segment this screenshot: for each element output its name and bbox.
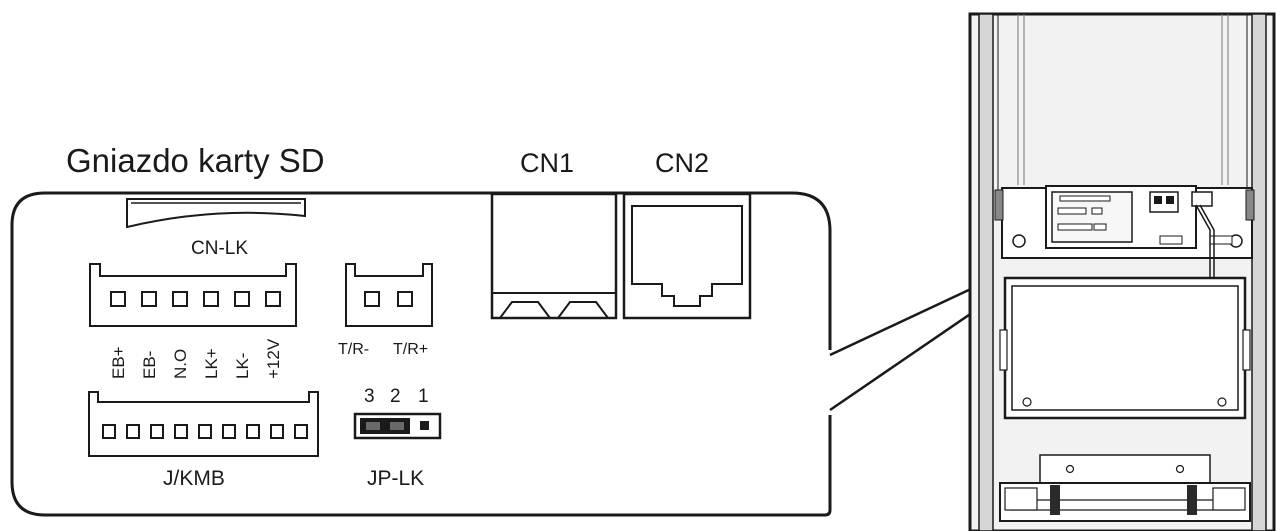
tr-plus-label: T/R+ bbox=[393, 341, 428, 358]
cn-lk-label: CN-LK bbox=[191, 238, 248, 259]
j-kmb-pin bbox=[270, 424, 284, 439]
pin-label-eb-minus: EB- bbox=[140, 351, 159, 379]
j-kmb-pin bbox=[126, 424, 140, 439]
j-kmb-pin bbox=[198, 424, 212, 439]
cn2-label: CN2 bbox=[655, 148, 709, 178]
jumper-pin-1 bbox=[420, 421, 429, 430]
j-kmb-pin bbox=[102, 424, 116, 439]
pin-label-lk-minus: LK- bbox=[233, 353, 252, 379]
jumper-pin-3-label: 3 bbox=[364, 386, 375, 407]
tr-connector bbox=[345, 263, 433, 327]
tr-pin bbox=[397, 291, 413, 307]
j-kmb-pin bbox=[246, 424, 260, 439]
j-kmb-pin bbox=[174, 424, 188, 439]
sd-card-slot bbox=[126, 198, 306, 229]
terminal-pin bbox=[110, 291, 126, 307]
j-kmb-pin bbox=[222, 424, 236, 439]
tr-pin bbox=[364, 291, 380, 307]
detail-panel: Gniazdo karty SD CN-LK EB+ EB- N.O LK+ L… bbox=[10, 142, 832, 517]
jumper-pin-1-label: 1 bbox=[418, 386, 429, 407]
tr-minus-label: T/R- bbox=[338, 341, 369, 358]
terminal-pin bbox=[234, 291, 250, 307]
pin-label-12v: +12V bbox=[264, 338, 283, 379]
cn2-jack bbox=[622, 192, 752, 320]
terminal-pin-labels: EB+ EB- N.O LK+ LK- +12V bbox=[109, 338, 283, 379]
pin-label-no: N.O bbox=[171, 349, 190, 379]
terminal-pin bbox=[172, 291, 188, 307]
cn1-label: CN1 bbox=[520, 148, 574, 178]
j-kmb-pin bbox=[294, 424, 308, 439]
pin-label-eb-plus: EB+ bbox=[109, 346, 128, 379]
jumper-pin-2-label: 2 bbox=[390, 386, 401, 407]
jp-lk-label: JP-LK bbox=[367, 467, 424, 490]
terminal-block-connector bbox=[89, 263, 297, 327]
terminal-pin bbox=[203, 291, 219, 307]
j-kmb-label: J/KMB bbox=[163, 467, 225, 490]
terminal-pins bbox=[110, 291, 281, 307]
cn1-jack bbox=[490, 192, 618, 320]
j-kmb-pins bbox=[102, 424, 308, 439]
j-kmb-pin bbox=[150, 424, 164, 439]
terminal-pin bbox=[141, 291, 157, 307]
device-view bbox=[968, 12, 1276, 531]
detail-panel-outline bbox=[10, 191, 832, 517]
sd-slot-label: Gniazdo karty SD bbox=[66, 142, 325, 179]
pin-label-lk-plus: LK+ bbox=[202, 348, 221, 379]
j-kmb-connector bbox=[88, 391, 319, 457]
terminal-pin bbox=[265, 291, 281, 307]
jp-lk-jumper: 3 2 1 bbox=[353, 386, 442, 440]
